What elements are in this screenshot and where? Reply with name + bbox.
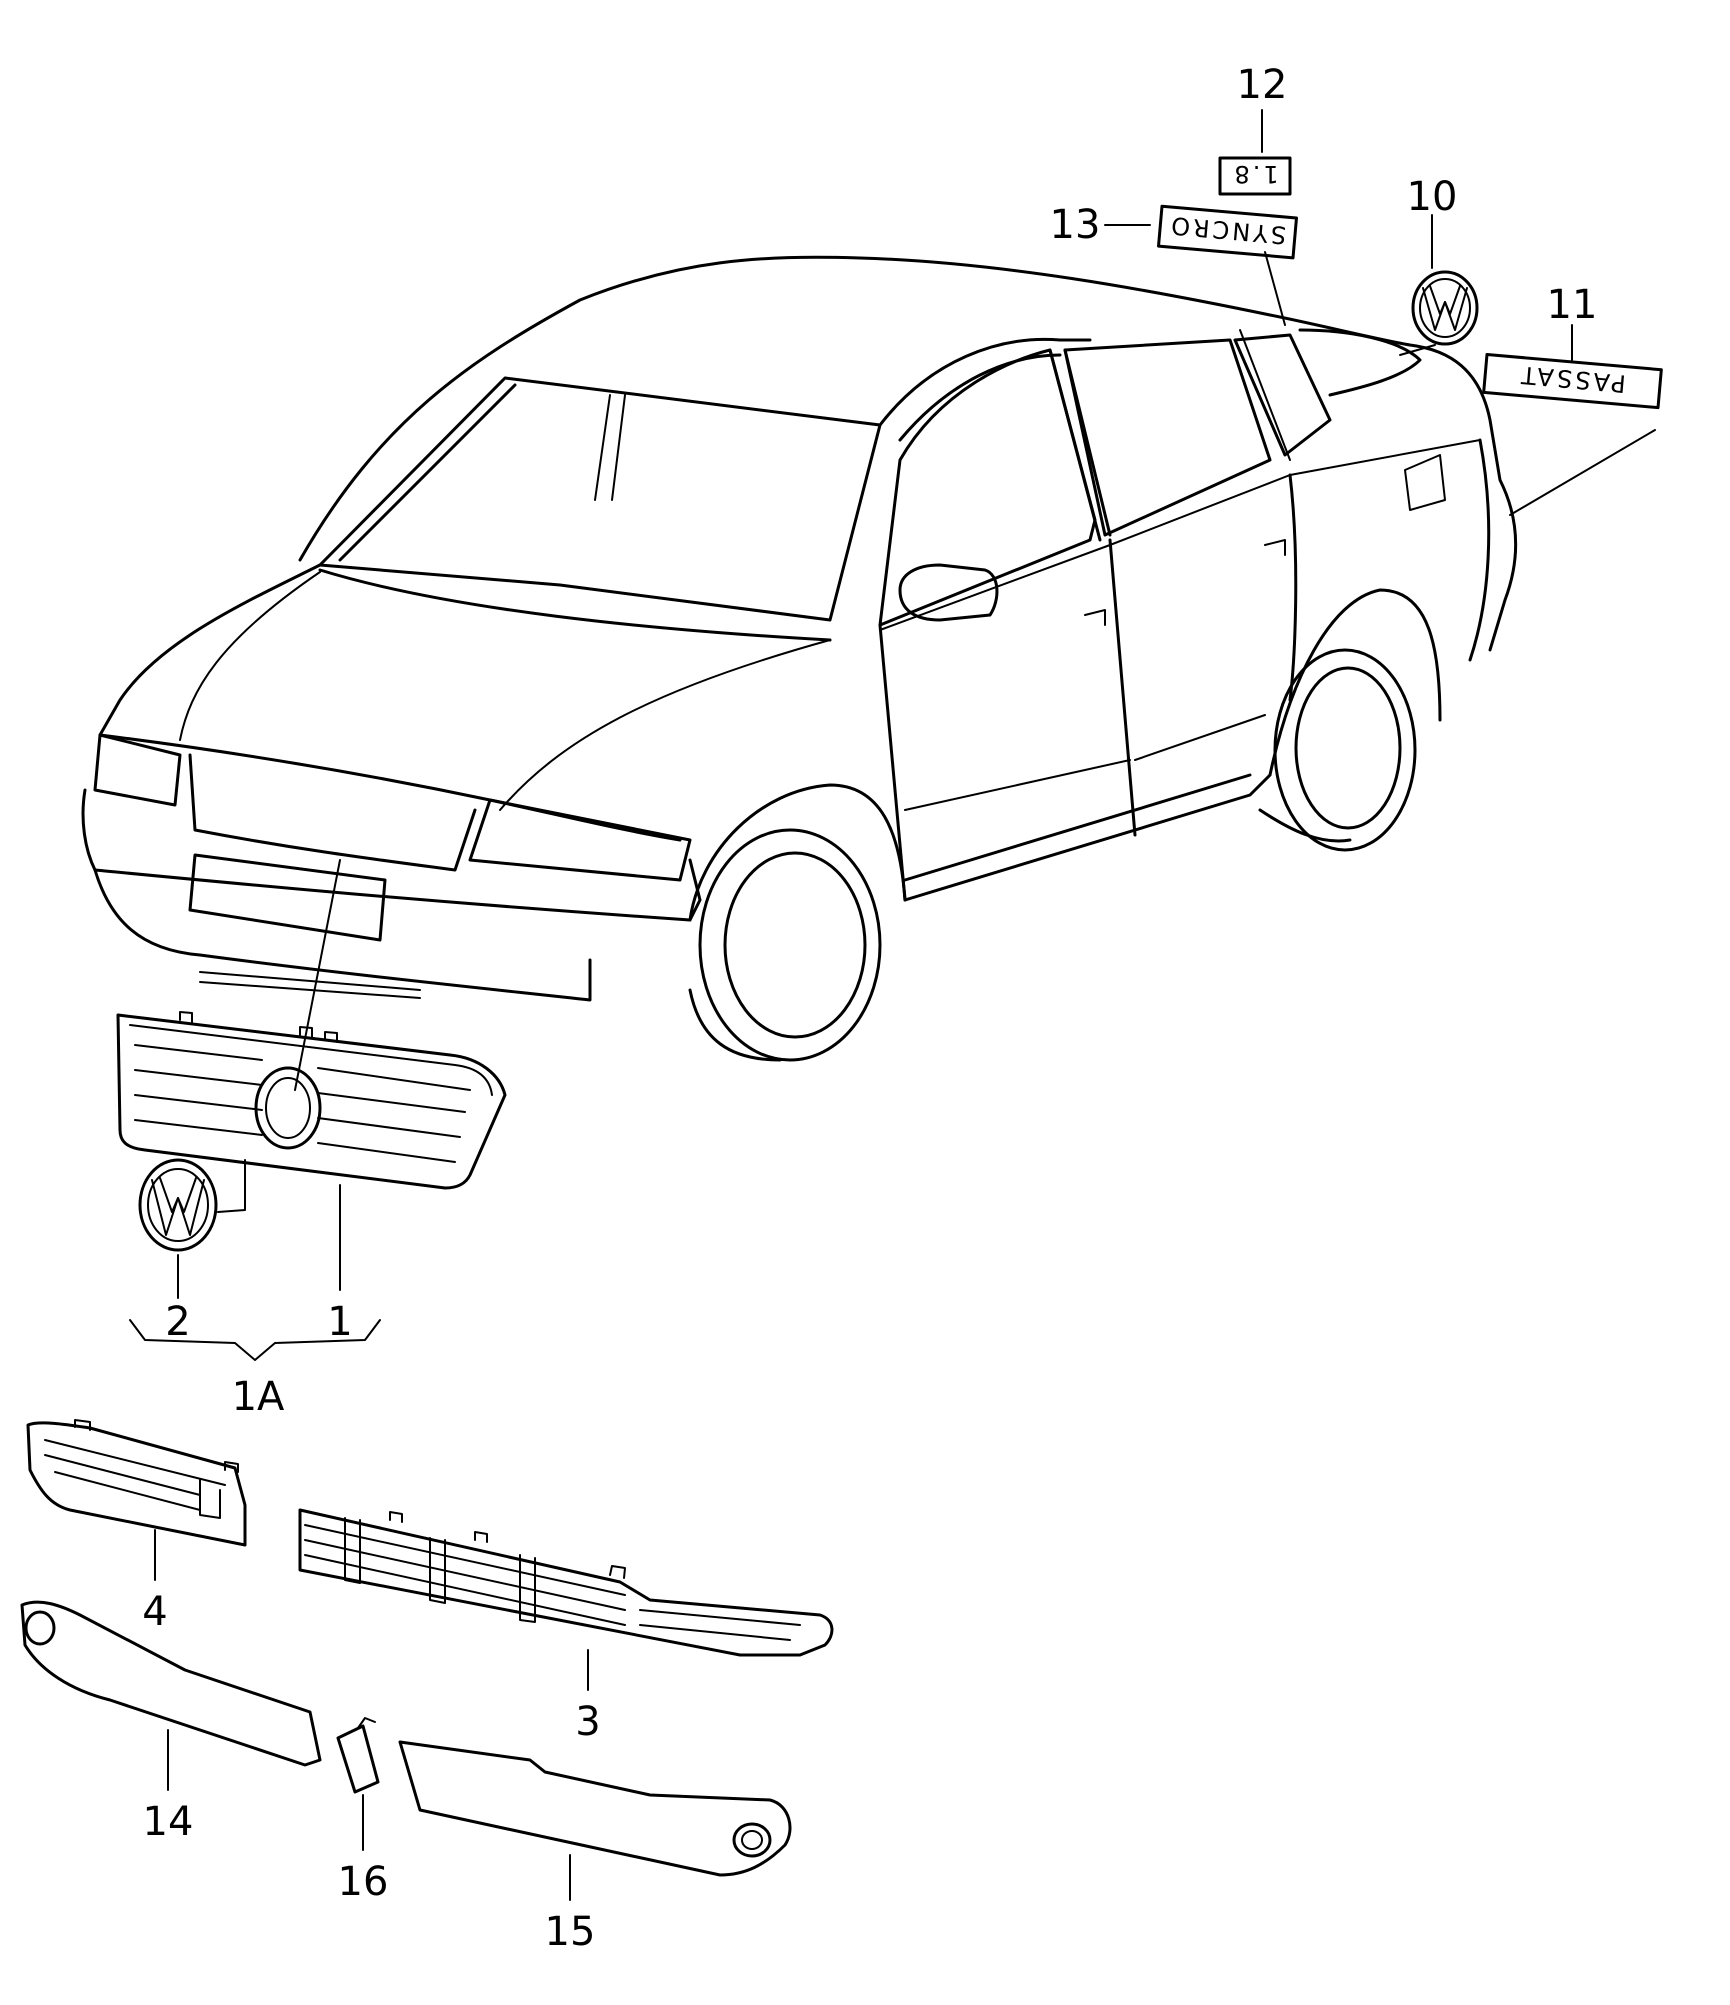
callout-14: 14 (143, 1799, 194, 1845)
badge-engine-1-8: 1.8 (1218, 156, 1292, 196)
callout-16: 16 (338, 1859, 389, 1905)
radiator-grille-part (116, 1011, 507, 1190)
badge-engine-text: 1.8 (1231, 160, 1278, 188)
callout-2: 2 (165, 1299, 190, 1345)
car-sedan-illustration (81, 255, 1518, 1062)
callout-10: 10 (1407, 174, 1458, 220)
callout-1A: 1A (232, 1374, 285, 1420)
callout-labels: 12 13 10 11 2 1 1A 4 3 14 16 15 (142, 62, 1597, 1955)
bumper-trim-part (26, 1419, 247, 1547)
callout-15: 15 (545, 1909, 596, 1955)
vw-emblem-front (138, 1158, 218, 1252)
callout-11: 11 (1547, 282, 1598, 328)
callout-3: 3 (575, 1699, 600, 1745)
callout-1: 1 (327, 1299, 352, 1345)
lower-grille-part (298, 1508, 834, 1657)
badge-passat: PASSAT (1482, 352, 1663, 410)
leader-lines (129, 109, 1656, 1901)
mesh-grille-right-part (398, 1740, 792, 1877)
callout-4: 4 (142, 1589, 167, 1635)
badge-syncro: SYNCRO (1157, 204, 1298, 260)
vw-emblem-rear (1411, 270, 1479, 346)
callout-12: 12 (1237, 62, 1288, 108)
tow-hook-cover-part (336, 1717, 380, 1794)
callout-13: 13 (1050, 202, 1101, 248)
mesh-grille-left-part (20, 1600, 322, 1767)
